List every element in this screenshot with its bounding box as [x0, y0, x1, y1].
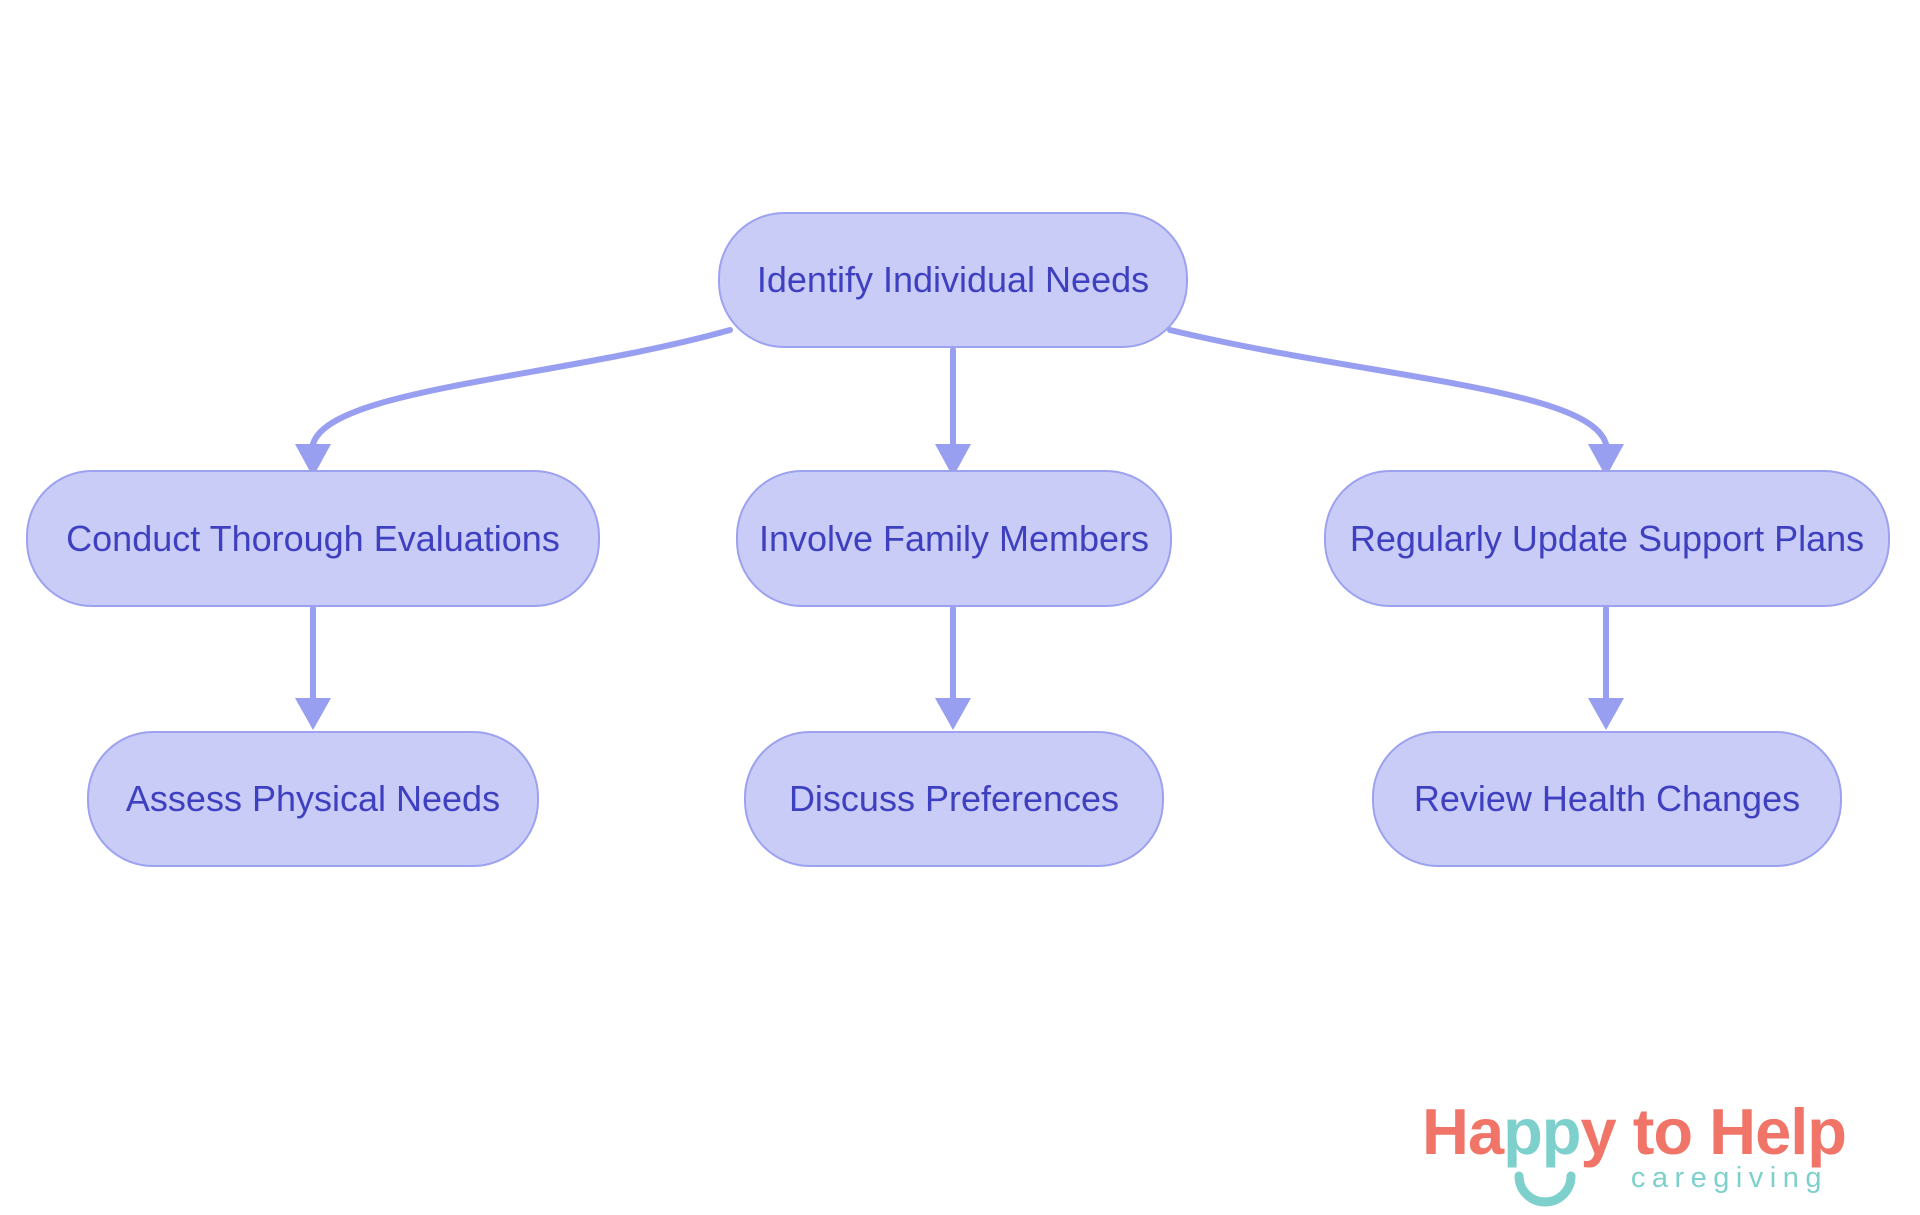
node-label: Involve Family Members: [758, 517, 1150, 559]
node-label: Regularly Update Support Plans: [1349, 517, 1865, 559]
brand-wordmark-part3: y to Help: [1580, 1095, 1847, 1168]
brand-tagline: caregiving: [1630, 1162, 1828, 1194]
edge-evaluations-to-physical: [295, 605, 331, 730]
node-conduct-thorough-evaluations: Conduct Thorough Evaluations: [26, 470, 600, 607]
node-label: Identify Individual Needs: [756, 259, 1150, 301]
node-label: Conduct Thorough Evaluations: [66, 517, 560, 559]
brand-wordmark: Happy to Help: [1422, 1094, 1847, 1169]
edge-root-to-evaluations: [295, 327, 733, 477]
node-regularly-update-support-plans: Regularly Update Support Plans: [1324, 470, 1890, 607]
edge-plans-to-health: [1588, 605, 1624, 730]
node-label: Review Health Changes: [1413, 778, 1801, 820]
node-discuss-preferences: Discuss Preferences: [744, 731, 1164, 867]
node-assess-physical-needs: Assess Physical Needs: [87, 731, 539, 867]
brand-wordmark-part2: pp: [1503, 1095, 1581, 1168]
node-label: Assess Physical Needs: [125, 778, 501, 820]
smile-icon: [1514, 1171, 1576, 1207]
brand-wordmark-part1: Ha: [1422, 1095, 1504, 1168]
node-label: Discuss Preferences: [788, 778, 1120, 820]
edge-root-to-plans: [1167, 327, 1624, 477]
edge-root-to-family: [935, 347, 971, 477]
edge-family-to-preferences: [935, 605, 971, 730]
node-review-health-changes: Review Health Changes: [1372, 731, 1842, 867]
node-identify-individual-needs: Identify Individual Needs: [718, 212, 1188, 348]
node-involve-family-members: Involve Family Members: [736, 470, 1172, 607]
